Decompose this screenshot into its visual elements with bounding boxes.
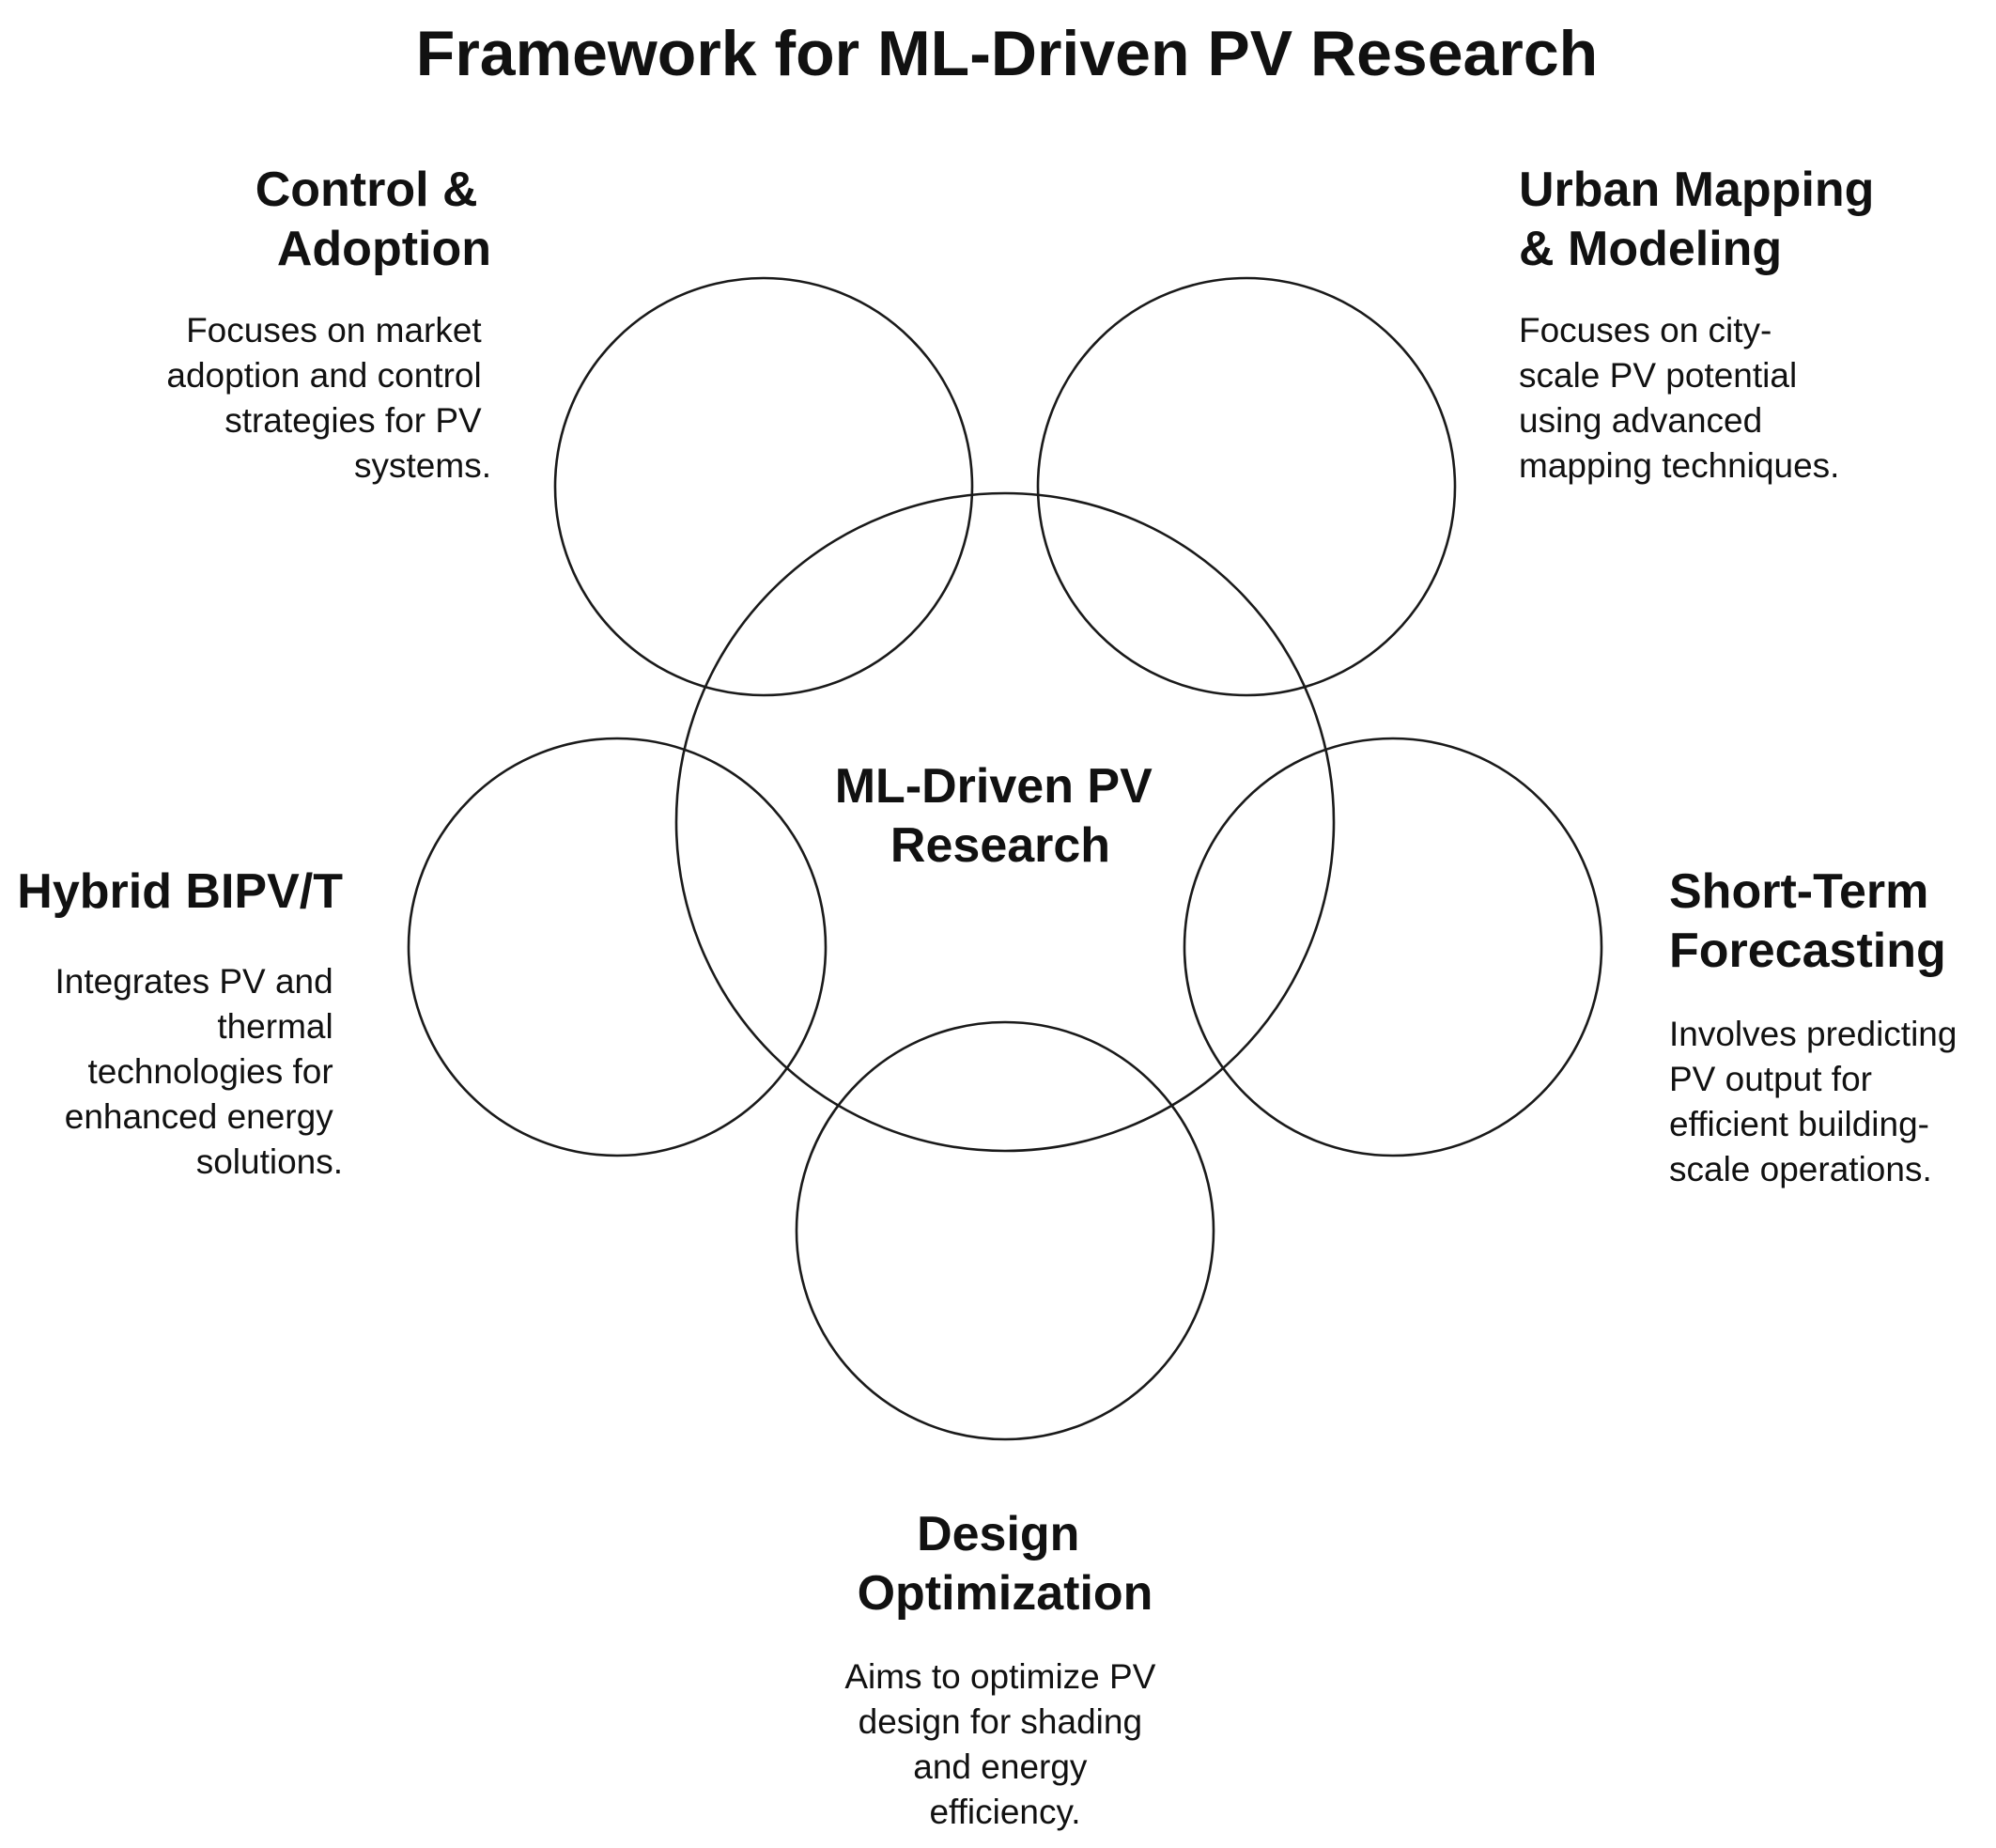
topic-heading: Hybrid BIPV/T [17, 864, 343, 919]
topic-heading-line: Optimization [858, 1566, 1153, 1621]
topic-hybrid-bipvt: Hybrid BIPV/T Integrates PV and thermal … [17, 864, 343, 1181]
topic-heading-line: Short-Term [1669, 864, 1928, 919]
topic-description: Involves predicting PV output for effici… [1669, 1015, 1967, 1188]
topic-urban-mapping: Urban Mapping & Modeling Focuses on city… [1519, 163, 1888, 485]
topic-description-line: efficient building- [1669, 1105, 1929, 1143]
topic-heading-line: Hybrid BIPV/T [17, 864, 343, 919]
topic-description-line: Integrates PV and [55, 962, 333, 1001]
topic-short-term-forecasting: Short-Term Forecasting Involves predicti… [1669, 864, 1967, 1188]
topic-description-line: efficiency. [929, 1793, 1080, 1831]
topic-heading: Short-Term Forecasting [1669, 864, 1946, 978]
topic-description: Integrates PV and thermal technologies f… [55, 962, 343, 1181]
topic-description-line: adoption and control [166, 356, 481, 395]
topic-heading: Control & Adoption [255, 163, 491, 276]
topic-description-line: Focuses on city- [1519, 311, 1772, 349]
topic-heading-line: Adoption [277, 222, 491, 276]
topic-description-line: and energy [913, 1747, 1088, 1786]
topic-description-line: Involves predicting [1669, 1015, 1957, 1053]
topic-description-line: systems. [354, 446, 491, 485]
topic-heading: Urban Mapping & Modeling [1519, 163, 1888, 276]
topic-control-adoption: Control & Adoption Focuses on market ado… [166, 163, 491, 485]
topic-description-line: solutions. [196, 1142, 343, 1181]
center-label-line: Research [890, 818, 1110, 873]
center-label-line: ML-Driven PV [835, 759, 1153, 814]
topic-design-optimization: Design Optimization Aims to optimize PV … [844, 1507, 1165, 1831]
topic-description: Aims to optimize PV design for shading a… [844, 1657, 1165, 1831]
topic-description: Focuses on city- scale PV potential usin… [1519, 311, 1839, 485]
topic-heading: Design Optimization [858, 1507, 1153, 1621]
topic-description-line: PV output for [1669, 1060, 1872, 1098]
center-label: ML-Driven PV Research [835, 759, 1167, 873]
topic-heading-line: Forecasting [1669, 924, 1946, 978]
topic-description-line: Aims to optimize PV [844, 1657, 1155, 1696]
topic-description-line: strategies for PV [224, 401, 482, 440]
center-circle [674, 491, 1336, 1153]
topic-description-line: mapping techniques. [1519, 446, 1839, 485]
circle-short-term-forecasting [1183, 737, 1603, 1157]
topic-description-line: Focuses on market [186, 311, 482, 349]
topic-heading-line: & Modeling [1519, 222, 1782, 276]
topic-description-line: using advanced [1519, 401, 1762, 440]
topic-heading-line: Design [917, 1507, 1079, 1561]
topic-description-line: thermal [217, 1007, 333, 1046]
circle-urban-mapping [1036, 276, 1457, 697]
topic-description-line: scale PV potential [1519, 356, 1797, 395]
circle-hybrid-bipvt [407, 737, 828, 1157]
topic-heading-line: Urban Mapping [1519, 163, 1874, 217]
topic-description-line: enhanced energy [65, 1097, 333, 1136]
topic-description: Focuses on market adoption and control s… [166, 311, 491, 485]
topic-description-line: design for shading [859, 1702, 1142, 1741]
diagram-title: Framework for ML-Driven PV Research [416, 18, 1598, 89]
topic-heading-line: Control & [255, 163, 478, 217]
topic-description-line: scale operations. [1669, 1150, 1932, 1188]
topic-description-line: technologies for [87, 1052, 333, 1091]
circle-design-optimization [795, 1020, 1215, 1441]
circle-control-adoption [553, 276, 974, 697]
